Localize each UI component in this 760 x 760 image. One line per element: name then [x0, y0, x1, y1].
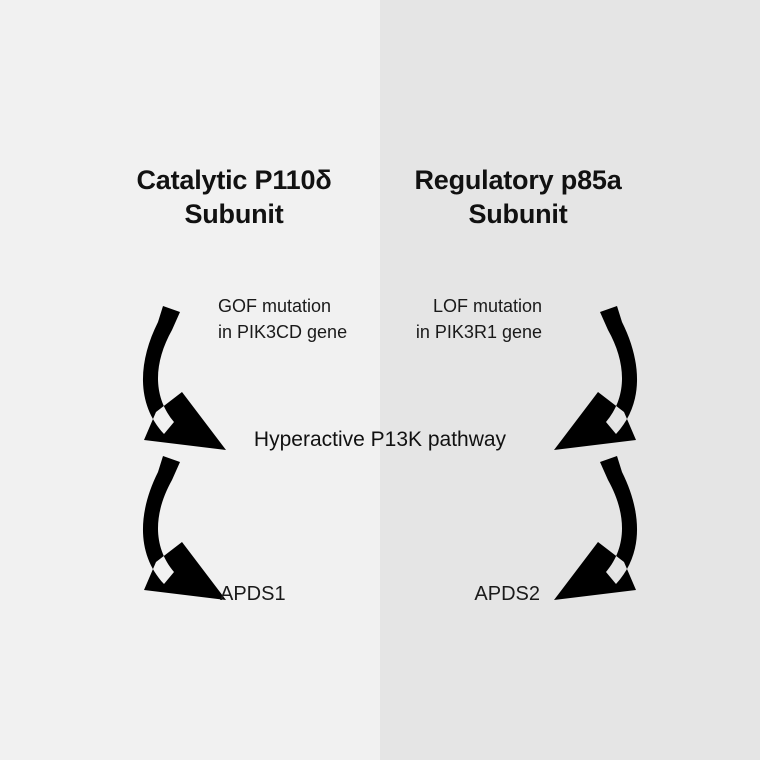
- curved-down-arrow-icon: [554, 306, 638, 450]
- curved-down-arrow-icon: [142, 456, 226, 600]
- background-panel-left: [0, 0, 380, 760]
- curved-down-arrow-icon: [142, 306, 226, 450]
- outcome-label-apds2: APDS2: [474, 583, 540, 605]
- curved-down-arrow-icon: [554, 456, 638, 600]
- outcome-label-apds1: APDS1: [220, 583, 286, 605]
- background-panel-right: [380, 0, 760, 760]
- pathway-label: Hyperactive P13K pathway: [253, 428, 507, 451]
